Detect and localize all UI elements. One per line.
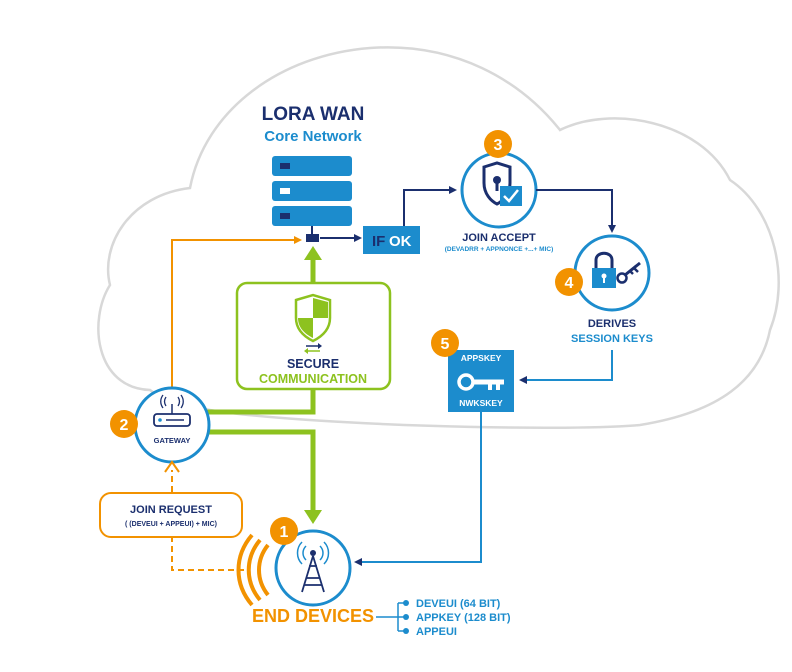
svg-text:5: 5 [441,336,450,353]
shield-check-icon [482,161,522,206]
device-id-item: APPKEY (128 BIT) [416,612,511,624]
svg-text:2: 2 [120,417,129,434]
network-title: LORA WAN [262,104,365,125]
router-icon [153,394,191,427]
secure-line1: SECURE [287,357,339,371]
gateway-node: GATEWAY [133,386,211,464]
arrow-gateway-to-server [171,236,302,388]
join-request-box: JOIN REQUEST ( (DEVEUI + APPEUI) + MIC) [99,492,243,538]
derives-node [573,234,651,312]
nwkskey-label: NWKSKEY [459,398,503,408]
join-request-detail: ( (DEVEUI + APPEUI) + MIC) [125,521,217,528]
shield-icon [294,293,332,343]
cloud-shape [97,46,780,429]
join-accept-node [460,151,538,229]
secure-communication-box: SECURE COMMUNICATION [235,281,392,391]
join-request-path [164,460,244,571]
appskey-label: APPSKEY [461,353,502,363]
network-subtitle: Core Network [264,128,362,145]
svg-text:4: 4 [565,275,574,292]
step-1-badge: 1 [270,517,298,545]
derives-line1: DERIVES [588,318,636,330]
secure-links [207,246,322,524]
step-4-badge: 4 [555,268,583,296]
ok-label: OK [389,233,412,250]
join-accept-title: JOIN ACCEPT [462,232,536,244]
if-label: IF [372,233,385,250]
gateway-label: GATEWAY [154,436,191,445]
derives-line2: SESSION KEYS [571,333,653,345]
join-accept-detail: (DEVADRR + APPNONCE +...+ MIC) [445,246,554,253]
arrow-if-to-join-accept [403,186,457,226]
device-id-item: APPEUI [416,626,457,638]
step-5-badge: 5 [431,329,459,357]
end-devices-label: END DEVICES [252,606,374,626]
arrow-derives-to-keys [519,350,613,384]
device-id-item: DEVEUI (64 BIT) [416,598,501,610]
if-ok-box: IF OK [363,226,420,254]
svg-text:3: 3 [494,137,503,154]
key-icon [457,373,504,391]
exchange-arrows-icon [304,343,322,354]
session-keys-box: APPSKEY NWKSKEY [448,350,514,412]
end-device-node [236,529,352,607]
join-request-title: JOIN REQUEST [130,504,212,516]
step-2-badge: 2 [110,410,138,438]
secure-line2: COMMUNICATION [259,372,367,386]
radio-tower-icon [296,541,330,593]
lock-key-icon [592,251,641,288]
server-icon [272,156,352,242]
svg-text:1: 1 [280,524,289,541]
arrow-join-accept-to-derives [536,189,616,233]
device-ids-bracket [376,600,409,634]
step-3-badge: 3 [484,130,512,158]
arrow-keys-to-end-devices [354,412,482,566]
